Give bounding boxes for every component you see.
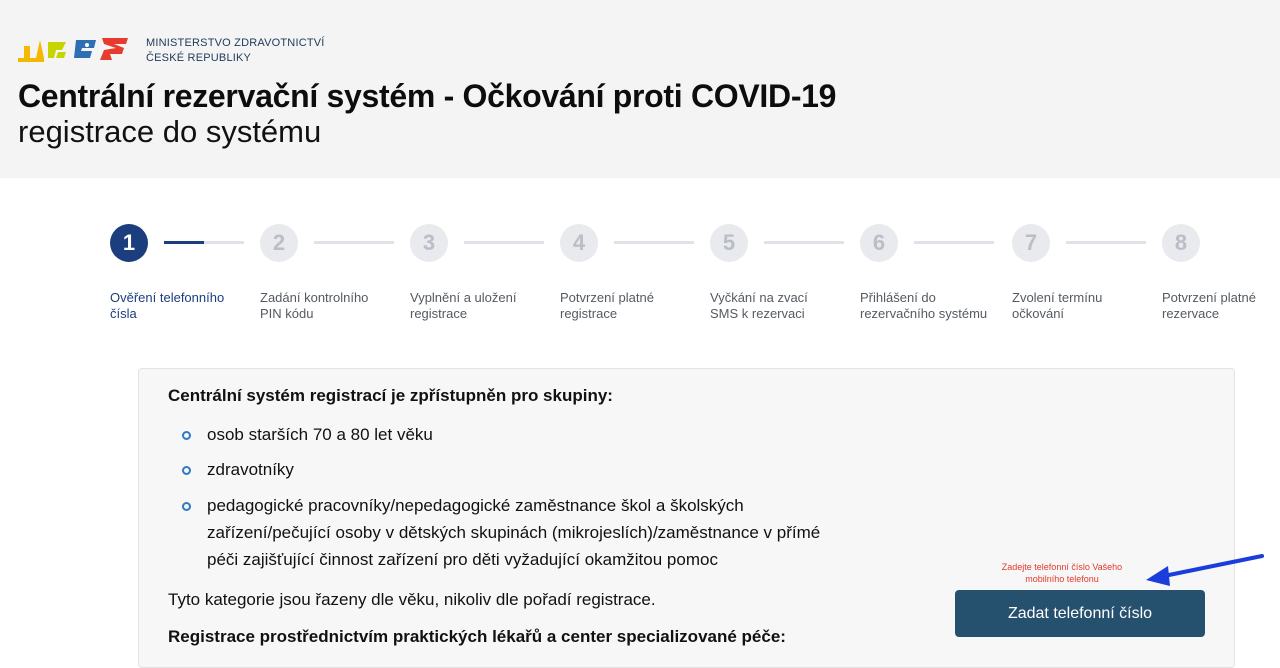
step-8-label-line-2: rezervace xyxy=(1162,306,1220,321)
group-item-3-line-1: pedagogické pracovníky/nepedagogické zam… xyxy=(207,496,744,515)
step-5-label-line-1: Vyčkání na zvací xyxy=(710,290,808,305)
step-6-circle: 6 xyxy=(860,224,898,262)
step-connector-7 xyxy=(1066,241,1146,244)
group-item-2: zdravotníky xyxy=(207,460,294,479)
step-connector-1 xyxy=(164,241,244,244)
step-1-label-line-2: čísla xyxy=(110,306,137,321)
step-5-label: Vyčkání na zvací SMS k rezervaci xyxy=(710,290,855,322)
step-6-label: Přihlášení do rezervačního systému xyxy=(860,290,1005,322)
step-6-label-line-2: rezervačního systému xyxy=(860,306,988,321)
step-connector-5 xyxy=(764,241,844,244)
step-connector-4 xyxy=(614,241,694,244)
step-7-circle: 7 xyxy=(1012,224,1050,262)
enter-phone-button[interactable]: Zadat telefonní číslo xyxy=(955,590,1205,637)
step-5-circle: 5 xyxy=(710,224,748,262)
step-8-circle: 8 xyxy=(1162,224,1200,262)
page-subtitle: registrace do systému xyxy=(18,114,322,149)
group-item-3-line-2: zařízení/pečující osoby v dětských skupi… xyxy=(207,523,821,542)
step-7-label-line-2: očkování xyxy=(1012,306,1065,321)
ministry-line-1: MINISTERSTVO ZDRAVOTNICTVÍ xyxy=(146,37,325,49)
step-8-label-line-1: Potvrzení platné xyxy=(1162,290,1256,305)
step-7-label: Zvolení termínu očkování xyxy=(1012,290,1157,322)
step-2-label-line-2: PIN kódu xyxy=(260,306,314,321)
page-title: Centrální rezervační systém - Očkování p… xyxy=(18,78,837,114)
ministry-line-2: ČESKÉ REPUBLIKY xyxy=(146,52,252,64)
step-4-label-line-1: Potvrzení platné xyxy=(560,290,654,305)
ministry-name: MINISTERSTVO ZDRAVOTNICTVÍ ČESKÉ REPUBLI… xyxy=(146,36,325,66)
step-3-label: Vyplnění a uložení registrace xyxy=(410,290,555,322)
step-4-label: Potvrzení platné registrace xyxy=(560,290,705,322)
step-7-label-line-1: Zvolení termínu xyxy=(1012,290,1103,305)
step-4-circle: 4 xyxy=(560,224,598,262)
step-connector-2 xyxy=(314,241,394,244)
pointer-arrow-icon xyxy=(1146,554,1264,586)
step-progress xyxy=(164,241,204,244)
step-2-label: Zadání kontrolního PIN kódu xyxy=(260,290,405,322)
step-3-label-line-1: Vyplnění a uložení xyxy=(410,290,517,305)
practitioners-heading: Registrace prostřednictvím praktických l… xyxy=(168,627,786,646)
phone-hint: Zadejte telefonní číslo Vašeho mobilního… xyxy=(982,561,1142,585)
step-4-label-line-2: registrace xyxy=(560,306,618,321)
bullet-icon xyxy=(182,502,191,511)
phone-hint-line-1: Zadejte telefonní číslo Vašeho xyxy=(1001,562,1123,572)
step-1-circle: 1 xyxy=(110,224,148,262)
step-6-label-line-1: Přihlášení do xyxy=(860,290,936,305)
page-header: MINISTERSTVO ZDRAVOTNICTVÍ ČESKÉ REPUBLI… xyxy=(0,0,1280,178)
step-3-circle: 3 xyxy=(410,224,448,262)
group-item-1: osob starších 70 a 80 let věku xyxy=(207,425,433,444)
bullet-icon xyxy=(182,431,191,440)
step-2-circle: 2 xyxy=(260,224,298,262)
step-8-label: Potvrzení platné rezervace xyxy=(1162,290,1280,322)
ordering-note: Tyto kategorie jsou řazeny dle věku, nik… xyxy=(168,590,656,609)
bullet-icon xyxy=(182,466,191,475)
groups-heading: Centrální systém registrací je zpřístupn… xyxy=(168,386,613,405)
step-2-label-line-1: Zadání kontrolního xyxy=(260,290,369,305)
phone-hint-line-2: mobilního telefonu xyxy=(1025,574,1099,584)
step-1-label: Ověření telefonního čísla xyxy=(110,290,255,322)
ministry-logo[interactable] xyxy=(18,36,136,62)
group-item-3-line-3: péči zajišťující činnost zařízení pro dě… xyxy=(207,550,718,569)
step-3-label-line-2: registrace xyxy=(410,306,468,321)
mzcr-logo-icon xyxy=(18,38,128,62)
step-5-label-line-2: SMS k rezervaci xyxy=(710,306,805,321)
step-1-label-line-1: Ověření telefonního xyxy=(110,290,225,305)
step-connector-3 xyxy=(464,241,544,244)
group-item-3: pedagogické pracovníky/nepedagogické zam… xyxy=(207,492,927,573)
step-connector-6 xyxy=(914,241,994,244)
